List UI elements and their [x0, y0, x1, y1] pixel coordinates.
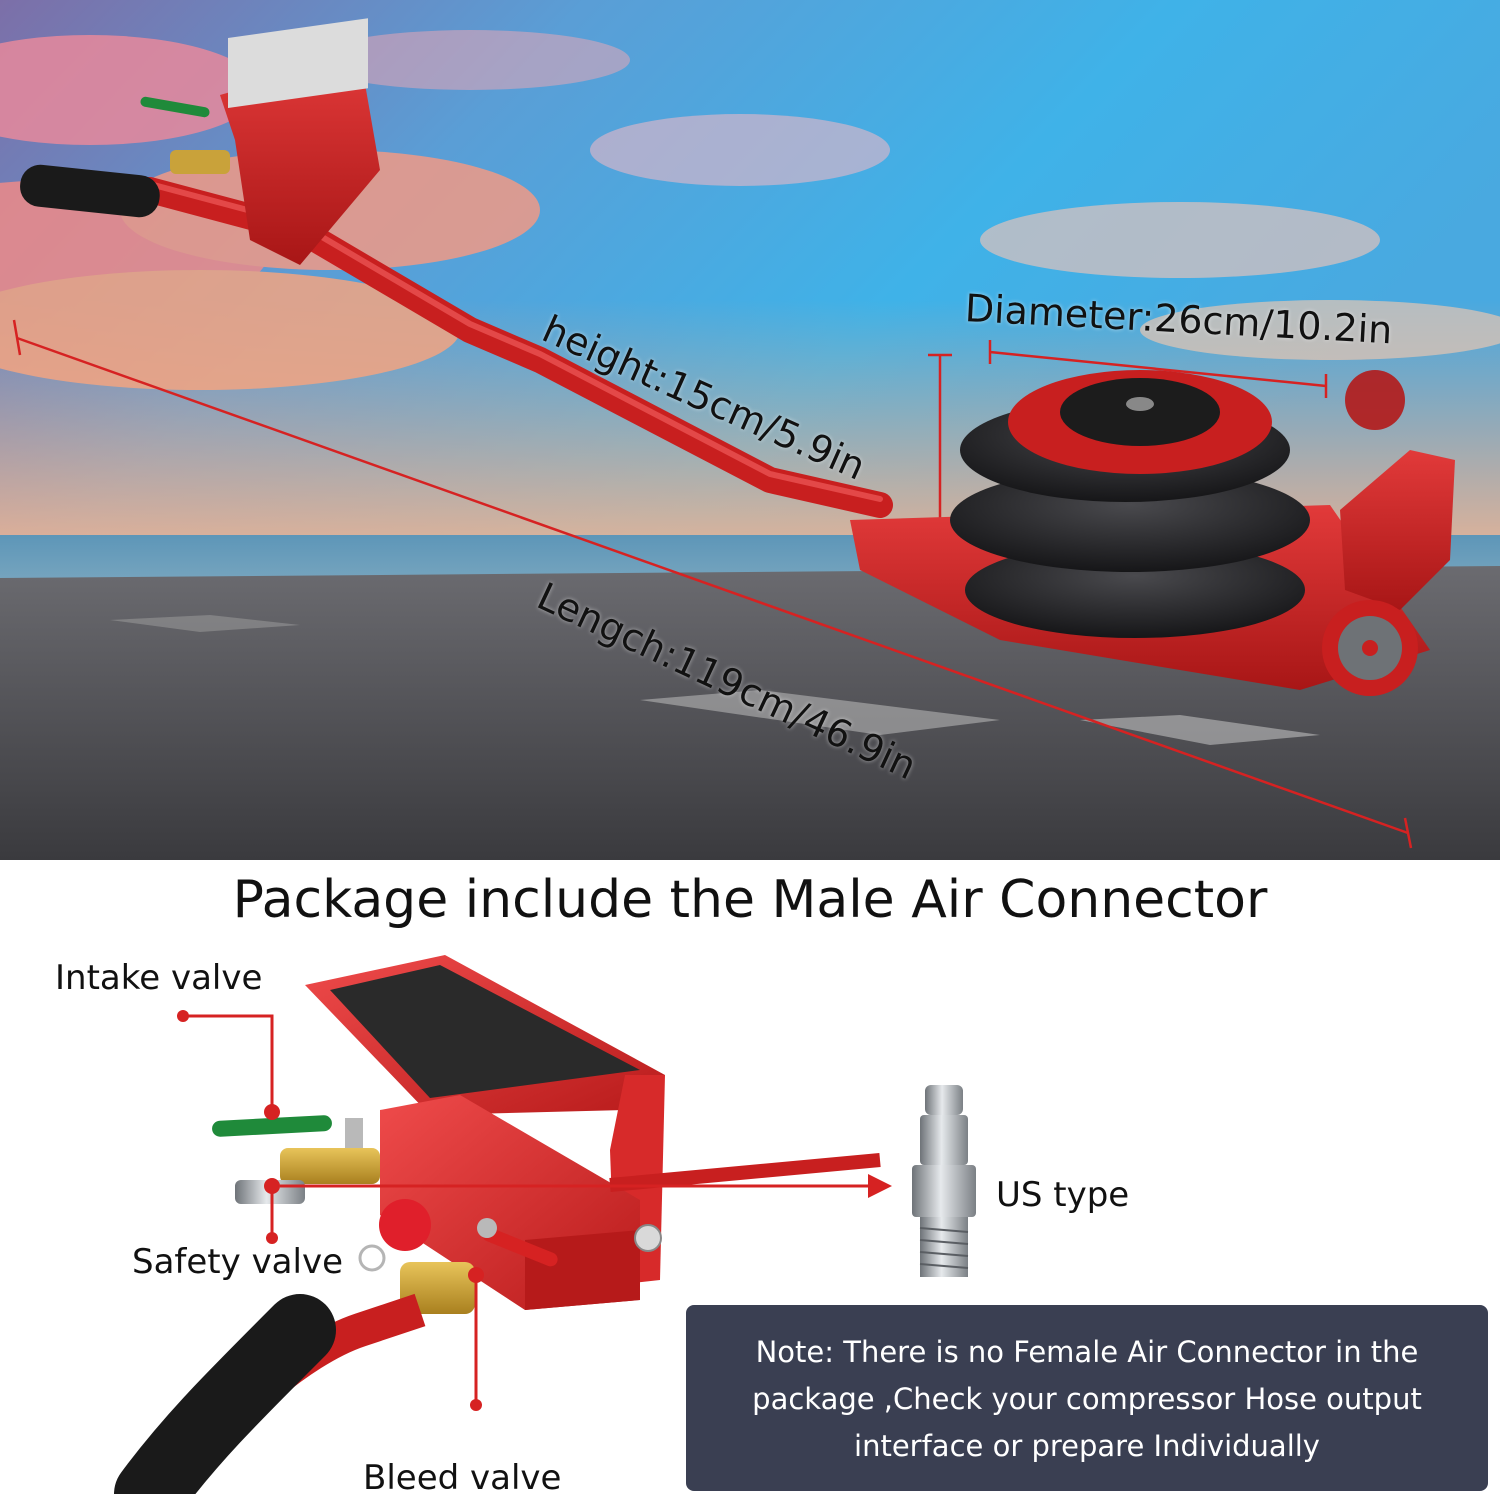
wheel-icon	[1322, 370, 1418, 696]
safety-valve-label: Safety valve	[132, 1242, 344, 1282]
callout-dots	[177, 1010, 484, 1411]
bleed-valve-icon	[400, 1218, 558, 1314]
air-jack	[20, 18, 1455, 696]
male-air-connector-icon	[912, 1085, 976, 1277]
package-heading: Package include the Male Air Connector	[232, 870, 1268, 930]
intake-valve-icon	[212, 1115, 380, 1184]
arrow-head-icon	[868, 1174, 892, 1198]
handle-grip-icon	[20, 164, 160, 218]
product-scene	[0, 0, 1500, 860]
handle-grip-icon	[114, 1294, 336, 1494]
intake-valve-label: Intake valve	[55, 958, 263, 998]
us-type-label: US type	[996, 1175, 1130, 1215]
note-box: Note: There is no Female Air Connector i…	[686, 1305, 1488, 1491]
clouds	[0, 30, 1500, 390]
valve-closeup	[114, 955, 976, 1494]
callout-lines	[183, 1014, 870, 1405]
note-text: Note: There is no Female Air Connector i…	[752, 1335, 1422, 1463]
bleed-valve-label: Bleed valve	[363, 1458, 562, 1494]
dimension-lines	[12, 319, 1413, 849]
